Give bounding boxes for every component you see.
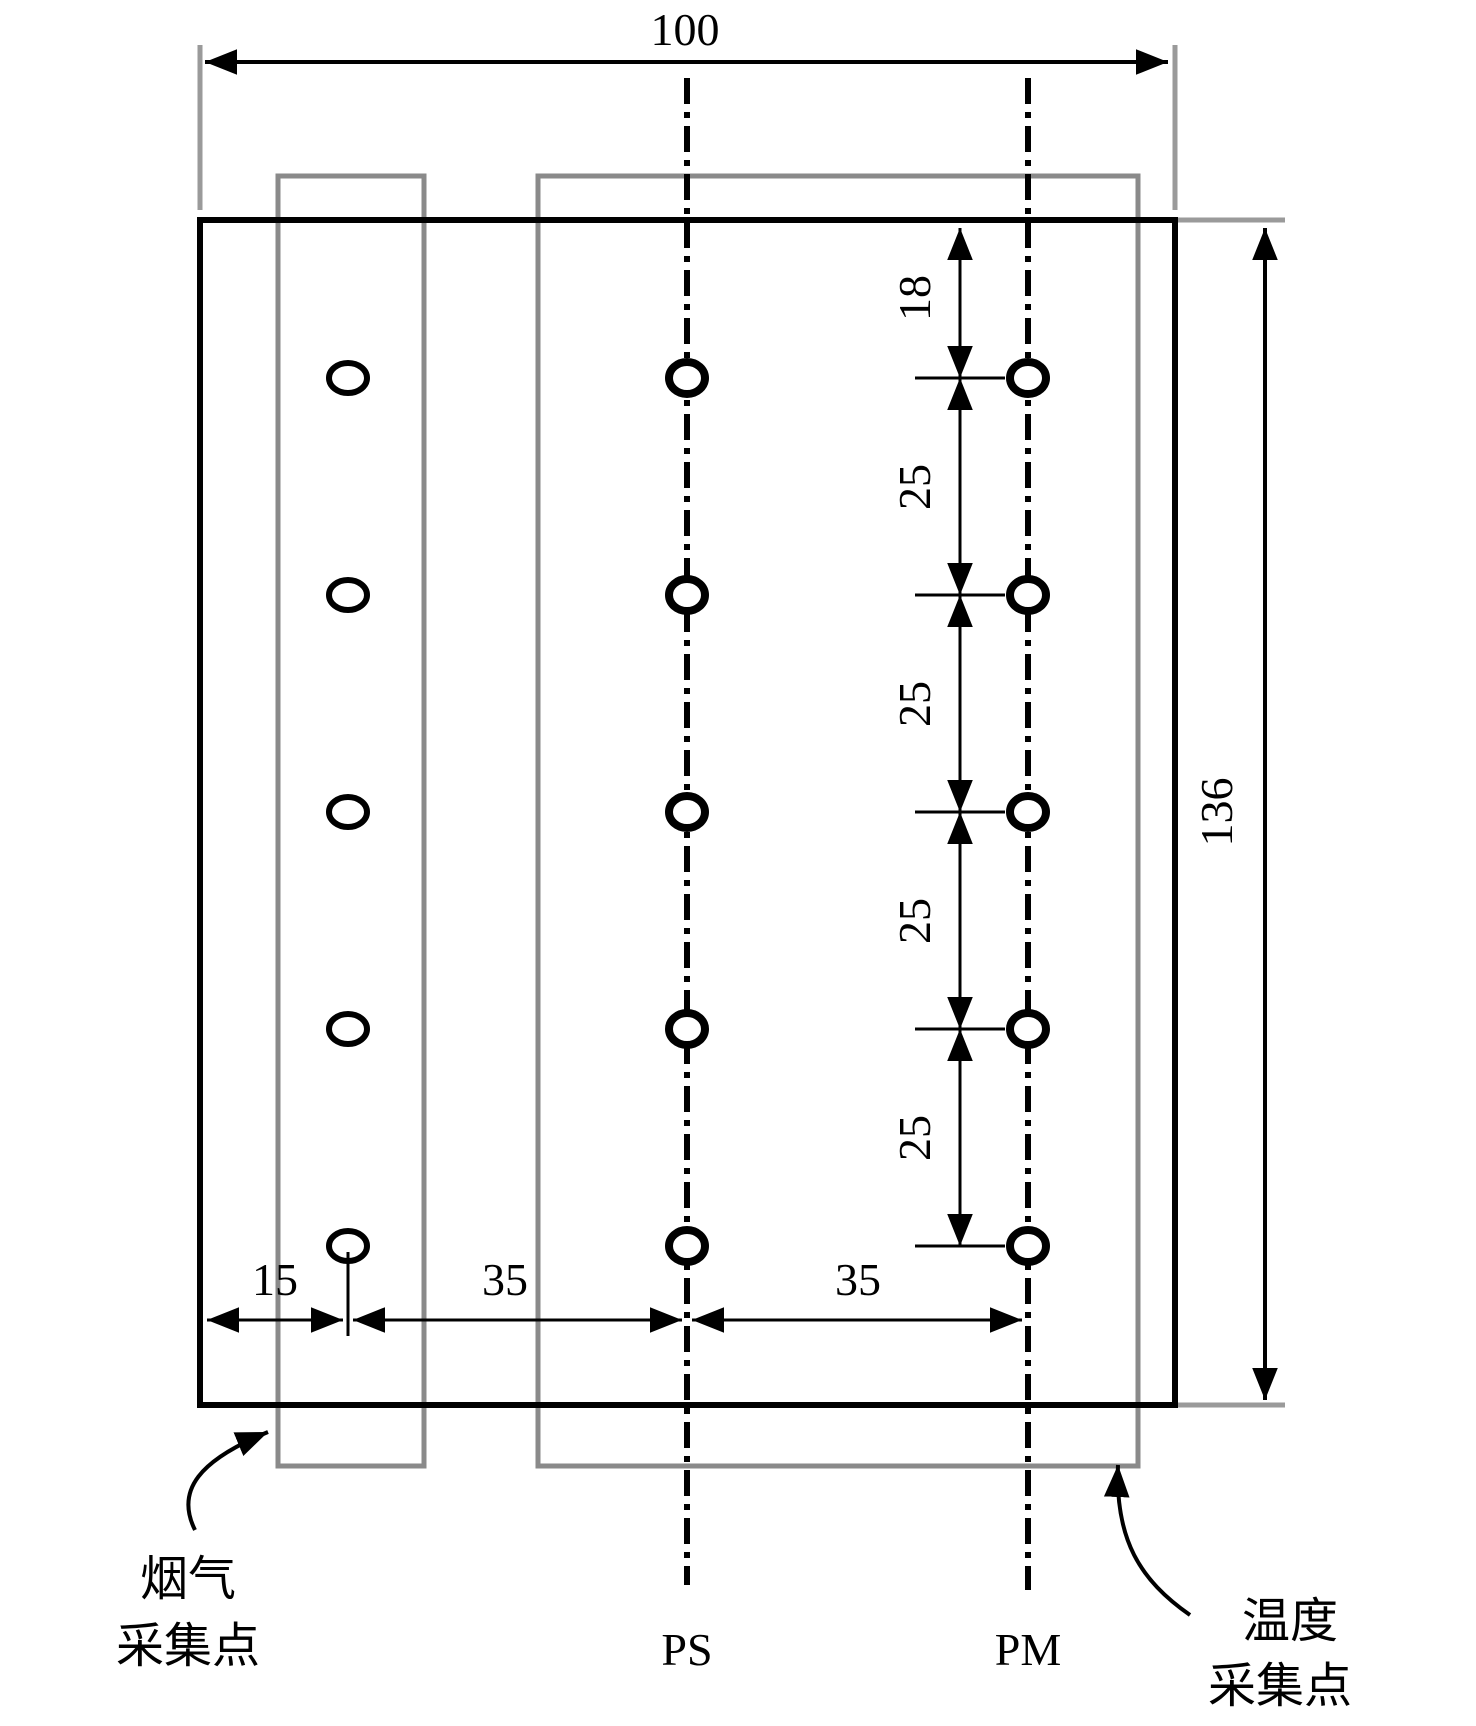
flue-gas-point — [326, 1011, 370, 1047]
ps-point — [665, 1226, 709, 1266]
pm-point — [1006, 792, 1050, 832]
flue-gas-strip — [275, 173, 427, 1469]
outer-frame — [197, 45, 1285, 1408]
horizontal-spacing-dimensions: 15 35 35 — [207, 1252, 1022, 1336]
temperature-label-line2: 采集点 — [1208, 1658, 1352, 1714]
pm-point — [1006, 575, 1050, 615]
flue-gas-point — [326, 360, 370, 396]
ps-point — [665, 1009, 709, 1049]
height-dimension-label: 136 — [1191, 778, 1242, 847]
ps-label: PS — [661, 1624, 712, 1675]
main-plate — [197, 217, 1178, 1408]
pm-point — [1006, 358, 1050, 398]
spacing-label-2: 25 — [889, 681, 940, 727]
ps-point — [665, 792, 709, 832]
pm-point — [1006, 1009, 1050, 1049]
pm-point — [1006, 1226, 1050, 1266]
temperature-label-line1: 温度 — [1242, 1593, 1338, 1649]
offset-18-label: 18 — [889, 275, 940, 321]
temperature-leader-arrow — [1103, 1464, 1192, 1617]
flue-gas-point — [326, 794, 370, 830]
pm-label: PM — [995, 1624, 1061, 1675]
spacing-label-1: 25 — [889, 464, 940, 510]
width-dimension: 100 — [205, 4, 1168, 75]
flue-gas-leader-arrow — [186, 1430, 269, 1531]
temperature-strip — [535, 173, 1141, 1469]
sampling-points — [326, 358, 1050, 1266]
col-spacing-label-1: 35 — [482, 1254, 528, 1305]
spacing-label-3: 25 — [889, 898, 940, 944]
ps-point — [665, 358, 709, 398]
spacing-label-4: 25 — [889, 1115, 940, 1161]
width-dimension-label: 100 — [651, 4, 720, 55]
col-offset-label: 15 — [252, 1254, 298, 1305]
height-dimension: 136 — [1191, 228, 1278, 1400]
col-spacing-label-2: 35 — [835, 1254, 881, 1305]
flue-gas-point — [326, 577, 370, 613]
vertical-spacing-dimensions: 18 25 25 25 25 — [889, 228, 1005, 1248]
flue-gas-label-line1: 烟气 — [140, 1551, 236, 1607]
flue-gas-label-line2: 采集点 — [116, 1618, 260, 1674]
ps-point — [665, 575, 709, 615]
